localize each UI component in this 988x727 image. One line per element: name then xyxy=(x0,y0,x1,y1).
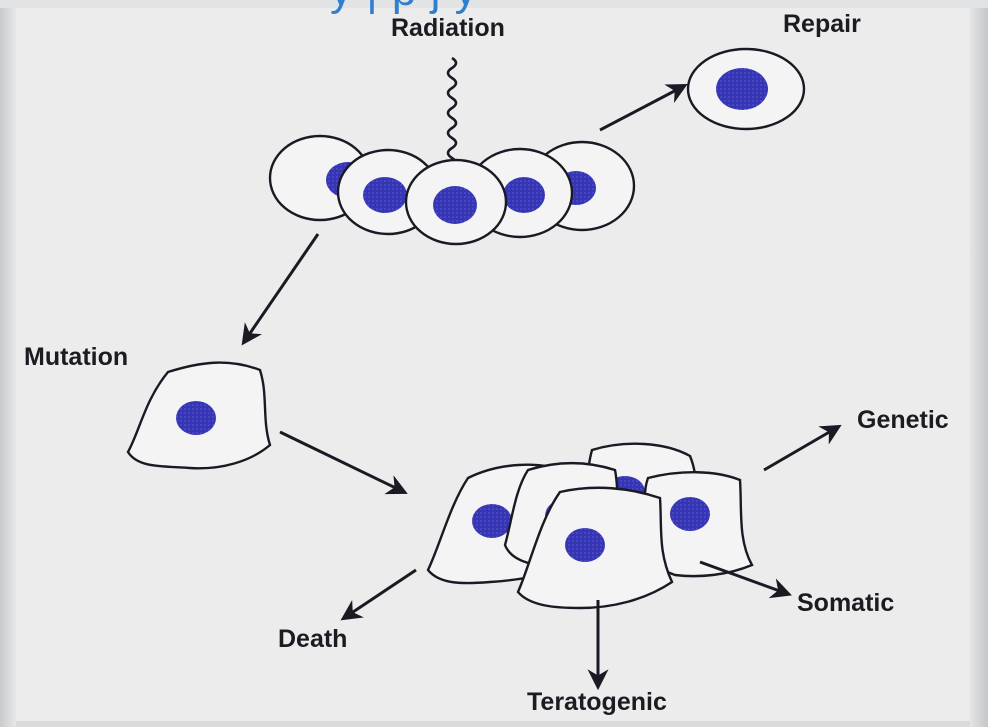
arrow-to-mutation xyxy=(244,234,318,342)
irradiated-cell-group xyxy=(270,136,634,244)
teratogenic-label: Teratogenic xyxy=(527,688,667,717)
death-label: Death xyxy=(278,625,347,654)
arrow-to-cluster xyxy=(280,432,404,492)
mutated-cell xyxy=(128,363,270,469)
damaged-cell-cluster xyxy=(428,444,752,608)
repaired-cell xyxy=(688,49,804,129)
mutation-label: Mutation xyxy=(24,343,128,372)
genetic-label: Genetic xyxy=(857,406,949,435)
arrow-to-genetic xyxy=(764,427,838,470)
repair-label: Repair xyxy=(783,10,861,39)
radiation-label: Radiation xyxy=(391,14,505,43)
arrow-to-repair xyxy=(600,86,684,130)
arrow-to-death xyxy=(344,570,416,618)
somatic-label: Somatic xyxy=(797,589,894,618)
